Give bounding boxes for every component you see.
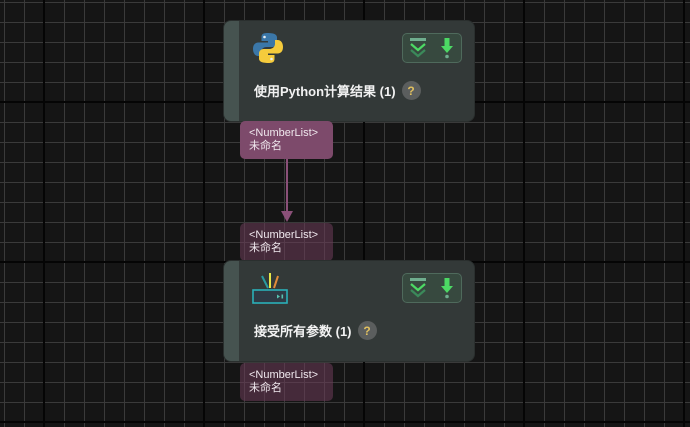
output-port[interactable]: <NumberList> 未命名 <box>240 363 333 401</box>
help-button[interactable]: ? <box>357 321 377 340</box>
node-action-group <box>402 33 462 63</box>
collapse-chevrons-icon[interactable] <box>407 276 429 300</box>
receiver-antenna-icon <box>250 270 288 306</box>
port-type: <NumberList> <box>249 369 319 381</box>
node-receive-all-params[interactable]: 接受所有参数 (1) ? <box>224 261 474 361</box>
node-title-text: 使用Python计算结果 (1) <box>254 84 396 99</box>
download-arrow-icon[interactable] <box>436 276 458 300</box>
port-type: <NumberList> <box>249 229 319 241</box>
help-button[interactable]: ? <box>401 81 421 100</box>
node-drag-handle[interactable] <box>224 261 239 361</box>
download-arrow-icon[interactable] <box>436 36 458 60</box>
node-action-group <box>402 273 462 303</box>
node-title-text: 接受所有参数 (1) <box>254 324 352 339</box>
node-drag-handle[interactable] <box>224 21 239 121</box>
node-python-compute[interactable]: 使用Python计算结果 (1) ? <box>224 21 474 121</box>
node-title: 接受所有参数 (1) ? <box>254 321 377 340</box>
output-port[interactable]: <NumberList> 未命名 <box>240 121 333 159</box>
port-type: <NumberList> <box>249 127 319 139</box>
collapse-chevrons-icon[interactable] <box>407 36 429 60</box>
node-title: 使用Python计算结果 (1) ? <box>254 81 421 100</box>
port-name: 未命名 <box>249 140 282 152</box>
port-name: 未命名 <box>249 242 282 254</box>
port-name: 未命名 <box>249 382 282 394</box>
python-icon <box>250 30 286 66</box>
input-port[interactable]: <NumberList> 未命名 <box>240 223 333 261</box>
